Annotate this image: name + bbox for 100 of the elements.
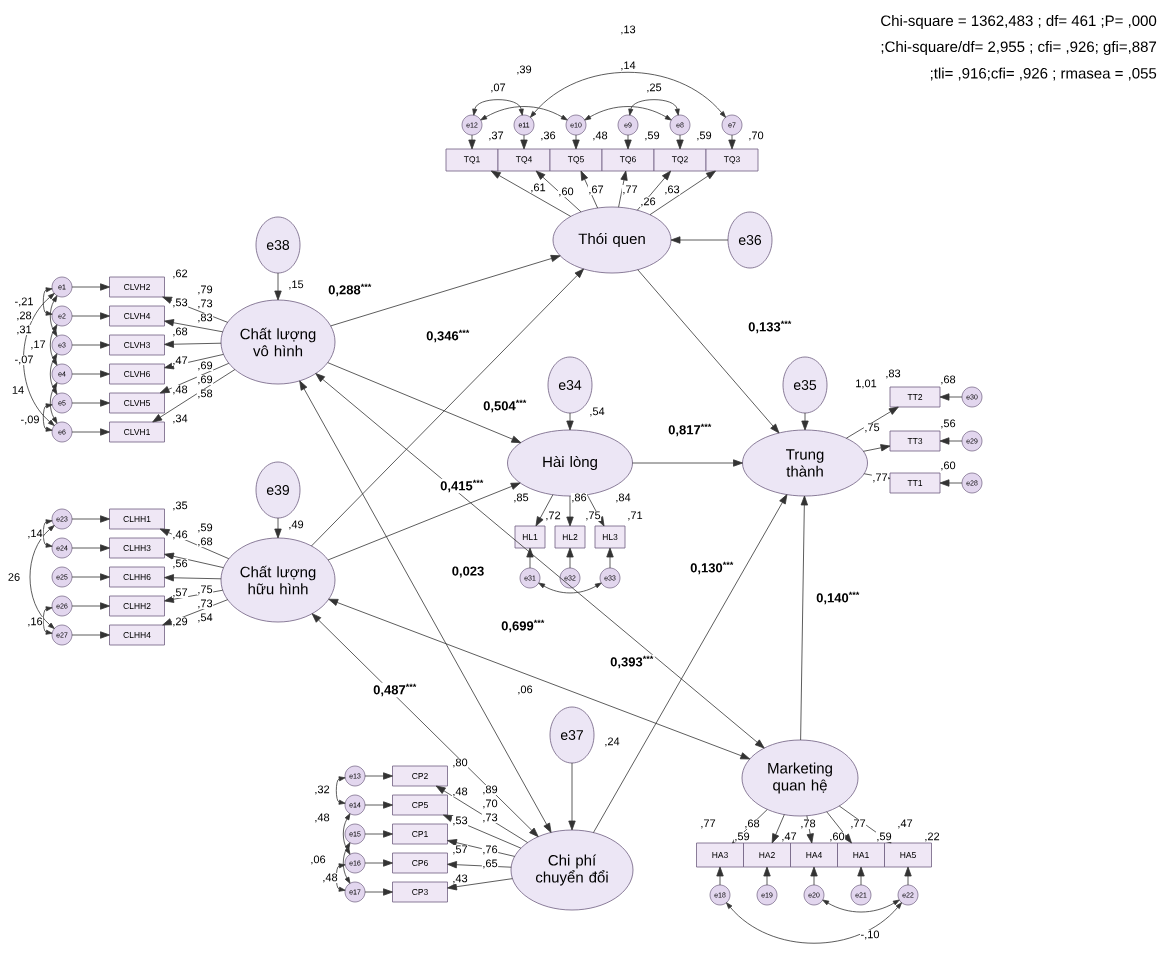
coefficient-label: ,60	[939, 460, 957, 472]
arrow	[716, 866, 724, 886]
coefficient-label: ,16	[26, 616, 44, 628]
arrow	[800, 495, 808, 741]
coefficient-label: ,59	[643, 130, 661, 142]
coefficient-label: -,09	[20, 414, 40, 426]
coefficient-label: ,15	[287, 280, 305, 290]
coefficient-label: ,71	[626, 511, 644, 521]
arrow	[71, 312, 110, 320]
coefficient-label: ,75	[584, 511, 602, 521]
double-headed-arrow	[342, 842, 351, 884]
edge-label: 0,140$^{***}$	[815, 590, 861, 606]
double-headed-arrow	[480, 106, 568, 121]
coefficient-label: ,48	[591, 130, 609, 142]
arrow	[670, 236, 729, 244]
indicator-box: HL1	[514, 525, 546, 549]
indicator-box: CP1	[392, 823, 448, 845]
arrow	[71, 399, 110, 407]
arrow	[364, 801, 393, 809]
coefficient-label: ,77	[871, 473, 889, 483]
arrow	[845, 406, 899, 439]
coefficient-label: 14	[11, 385, 25, 395]
coefficient-label: ,73	[196, 298, 214, 310]
coefficient-label: ,17	[29, 340, 47, 350]
arrow	[447, 878, 513, 891]
edge-label: 0,817$^{***}$	[667, 422, 713, 438]
double-headed-arrow	[42, 519, 53, 548]
fit-statistics-line: ;tli= ,916;cfi= ,926 ; rmasea = ,055	[930, 67, 1157, 81]
arrow	[364, 859, 393, 867]
coefficient-label: ,58	[196, 388, 214, 400]
arrow	[71, 428, 110, 436]
coefficient-label: ,69	[196, 360, 214, 372]
double-headed-arrow	[342, 813, 351, 855]
coefficient-label: ,43	[451, 873, 469, 885]
arrow	[586, 494, 605, 527]
coefficient-label: ,62	[171, 268, 189, 280]
arrow	[164, 552, 224, 569]
indicator-box: TQ4	[497, 148, 551, 172]
double-headed-arrow	[42, 403, 53, 432]
arrow	[274, 517, 282, 539]
coefficient-label: ,14	[26, 529, 44, 539]
indicator-box: CLHH4	[109, 624, 165, 646]
double-headed-arrow	[49, 324, 58, 366]
coefficient-label: ,48	[451, 786, 469, 798]
coefficient-label: ,86	[570, 492, 588, 504]
coefficient-label: ,63	[663, 184, 681, 196]
arrow	[676, 134, 684, 150]
indicator-box: TQ6	[601, 148, 655, 172]
indicator-box: TQ2	[653, 148, 707, 172]
edge-label: 0,288$^{***}$	[327, 282, 373, 298]
coefficient-label: ,75	[196, 585, 214, 595]
double-headed-arrow	[29, 525, 55, 629]
coefficient-label: ,35	[171, 500, 189, 512]
coefficient-label: ,37	[487, 130, 505, 142]
edge-label: 0,393$^{***}$	[609, 654, 655, 670]
coefficient-label: -,07	[14, 354, 34, 366]
coefficient-label: ,53	[171, 297, 189, 309]
arrow	[939, 479, 963, 487]
indicator-box: CLHH2	[109, 595, 165, 617]
coefficient-label: ,31	[15, 324, 33, 336]
coefficient-label: ,80	[451, 757, 469, 769]
arrow	[274, 272, 282, 301]
coefficient-label: ,48	[321, 872, 339, 884]
edge-label: 0,699$^{***}$	[500, 618, 546, 634]
coefficient-label: ,07	[489, 82, 507, 94]
double-headed-arrow	[42, 606, 53, 635]
coefficient-label: ,72	[544, 510, 562, 522]
arrow	[164, 340, 222, 348]
coefficient-label: ,28	[15, 310, 33, 322]
coefficient-label: ,32	[313, 784, 331, 796]
arrow	[568, 762, 576, 831]
edge-label: 0,415$^{***}$	[439, 478, 485, 494]
arrow	[447, 861, 512, 869]
arrow	[364, 772, 393, 780]
double-headed-arrow	[42, 287, 53, 316]
coefficient-label: ,76	[481, 844, 499, 856]
arrow	[636, 170, 672, 211]
coefficient-label: ,48	[171, 384, 189, 396]
arrow	[763, 866, 771, 886]
double-headed-arrow	[726, 902, 902, 944]
coefficient-label: ,79	[196, 284, 214, 296]
coefficient-label: ,59	[733, 831, 751, 843]
double-headed-arrow	[49, 382, 58, 424]
coefficient-label: ,47	[171, 356, 189, 366]
indicator-box: CP5	[392, 794, 448, 816]
coefficient-label: ,69	[196, 374, 214, 386]
arrow	[330, 254, 561, 327]
coefficient-label: ,06	[516, 684, 534, 696]
arrow	[164, 319, 224, 333]
double-headed-arrow	[335, 863, 346, 892]
coefficient-label: ,77	[699, 819, 717, 829]
coefficient-label: ,57	[451, 845, 469, 855]
arrow	[939, 393, 963, 401]
coefficient-label: ,57	[171, 588, 189, 598]
coefficient-label: 1,01	[854, 378, 878, 390]
arrow	[71, 602, 110, 610]
arrow	[904, 866, 912, 886]
coefficient-label: ,68	[196, 536, 214, 548]
coefficient-label: ,06	[309, 854, 327, 866]
arrow	[364, 830, 393, 838]
